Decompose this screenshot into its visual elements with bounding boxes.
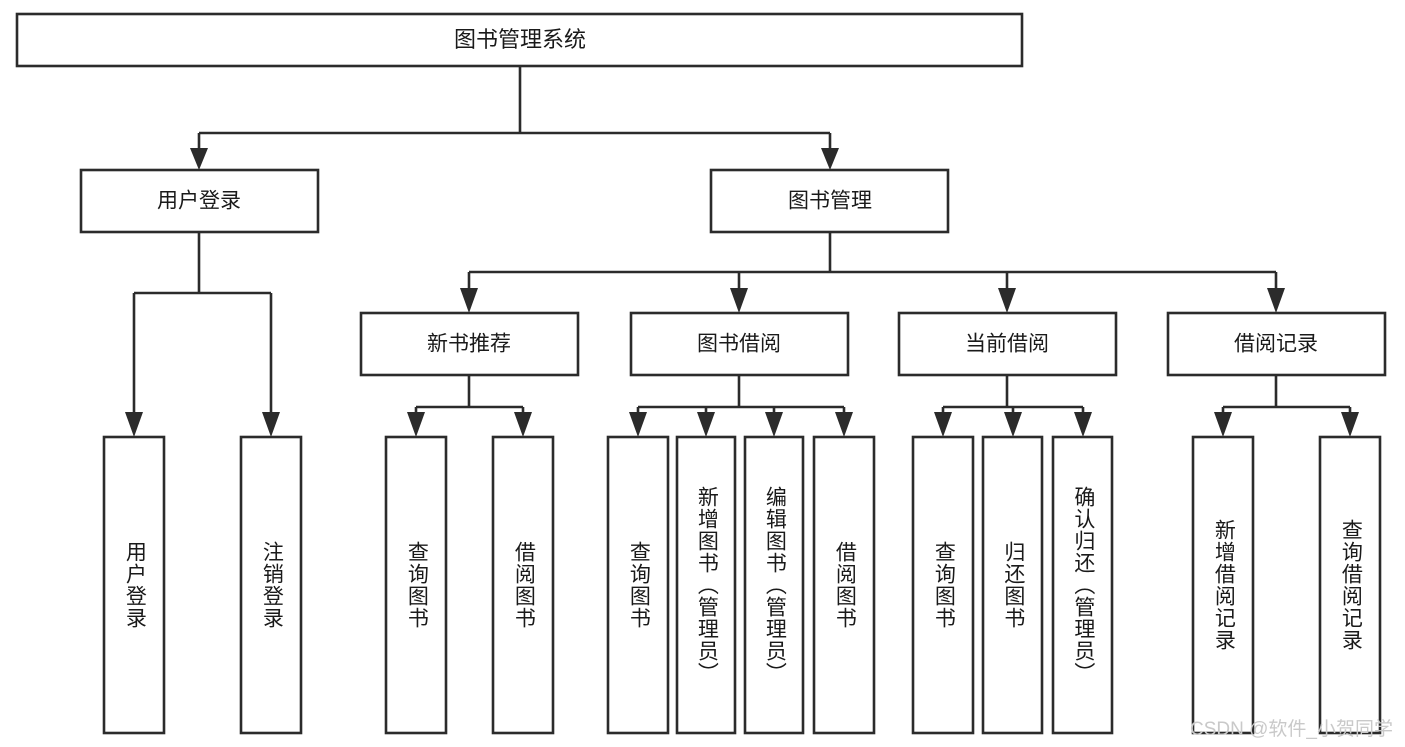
leaf-boxes-borrow-record	[1191, 435, 1382, 735]
arrowhead-bookborrow-leaf1	[629, 412, 647, 437]
node-user-login-label: 用户登录	[157, 190, 241, 213]
node-borrow-record[interactable]: 借阅记录	[1166, 311, 1387, 377]
leaf-box-logout[interactable]	[239, 435, 303, 735]
connector-group-newbook	[407, 375, 532, 437]
arrowhead-currentborrow-leaf1	[934, 412, 952, 437]
node-current-borrow[interactable]: 当前借阅	[897, 311, 1118, 377]
leaf-box-borrow-add[interactable]	[675, 435, 737, 735]
node-new-book-recommend[interactable]: 新书推荐	[359, 311, 580, 377]
leaf-box-current-confirm[interactable]	[1051, 435, 1114, 735]
leaf-boxes-user-login	[102, 435, 303, 735]
arrowhead-borrowrecord-leaf2	[1341, 412, 1359, 437]
node-root-label: 图书管理系统	[454, 27, 586, 52]
node-new-book-recommend-label: 新书推荐	[427, 333, 511, 356]
arrowhead-bookmgmt	[821, 148, 839, 170]
arrowhead-borrowrecord	[1267, 288, 1285, 313]
connector-group-root	[190, 66, 839, 170]
arrowhead-newbook	[460, 288, 478, 313]
arrowhead-bookborrow	[730, 288, 748, 313]
arrowhead-newbook-leaf2	[514, 412, 532, 437]
arrowhead-leaf-user-login	[125, 412, 143, 437]
node-book-borrow-box[interactable]	[629, 311, 850, 377]
node-book-management-box[interactable]	[709, 168, 950, 234]
arrowhead-bookborrow-leaf3	[765, 412, 783, 437]
arrowhead-newbook-leaf1	[407, 412, 425, 437]
csdn-watermark: CSDN @软件_小贺同学	[1190, 719, 1393, 740]
node-book-borrow-label: 图书借阅	[697, 333, 781, 356]
node-root-box[interactable]	[15, 12, 1024, 68]
node-book-management-label: 图书管理	[788, 190, 872, 213]
arrowhead-currentborrow-leaf2	[1004, 412, 1022, 437]
leaf-box-current-return[interactable]	[981, 435, 1044, 735]
arrowhead-bookborrow-leaf2	[697, 412, 715, 437]
connector-group-borrowrecord	[1214, 375, 1359, 437]
leaf-box-borrow-lend[interactable]	[812, 435, 876, 735]
node-current-borrow-label: 当前借阅	[965, 333, 1049, 356]
leaf-box-newbook-query[interactable]	[384, 435, 448, 735]
arrowhead-currentborrow	[998, 288, 1016, 313]
leaf-box-newbook-borrow[interactable]	[491, 435, 555, 735]
arrowhead-userlogin	[190, 148, 208, 170]
leaf-box-current-query[interactable]	[911, 435, 975, 735]
arrowhead-currentborrow-leaf3	[1074, 412, 1092, 437]
node-current-borrow-box[interactable]	[897, 311, 1118, 377]
node-new-book-recommend-box[interactable]	[359, 311, 580, 377]
connector-group-bookborrow	[629, 375, 853, 437]
connector-group-currentborrow	[934, 375, 1092, 437]
leaf-box-user-login[interactable]	[102, 435, 166, 735]
leaf-box-borrow-edit[interactable]	[743, 435, 805, 735]
leaf-boxes-new-book	[384, 435, 555, 735]
connector-group-userlogin	[125, 232, 280, 437]
node-root[interactable]: 图书管理系统	[15, 12, 1024, 68]
node-book-management[interactable]: 图书管理	[709, 168, 950, 234]
node-borrow-record-box[interactable]	[1166, 311, 1387, 377]
node-book-borrow[interactable]: 图书借阅	[629, 311, 850, 377]
arrowhead-leaf-logout	[262, 412, 280, 437]
leaf-boxes-current-borrow	[911, 435, 1114, 735]
leaf-box-borrow-query[interactable]	[606, 435, 670, 735]
leaf-boxes-book-borrow	[606, 435, 876, 735]
node-user-login[interactable]: 用户登录	[79, 168, 320, 234]
arrowhead-bookborrow-leaf4	[835, 412, 853, 437]
node-user-login-box[interactable]	[79, 168, 320, 234]
leaf-box-record-add[interactable]	[1191, 435, 1255, 735]
leaf-box-record-query[interactable]	[1318, 435, 1382, 735]
node-borrow-record-label: 借阅记录	[1234, 333, 1318, 356]
arrowhead-borrowrecord-leaf1	[1214, 412, 1232, 437]
connector-group-bookmgmt	[460, 232, 1285, 313]
